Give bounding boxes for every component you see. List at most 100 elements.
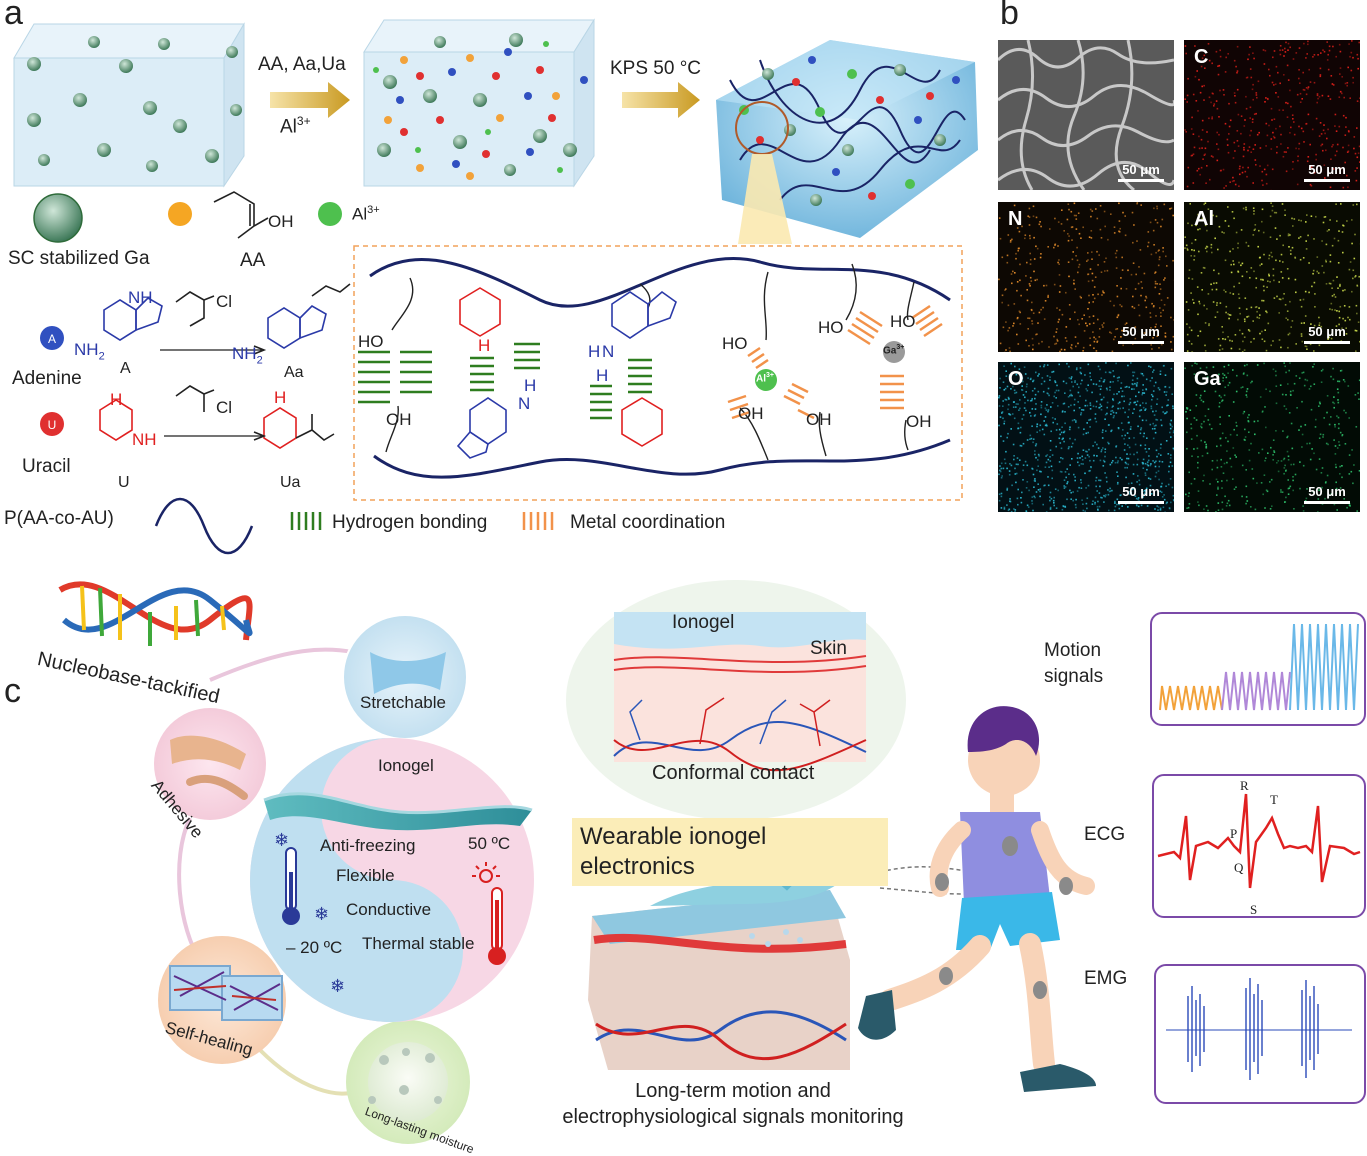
sem-tile-0-scalebar: 50 μm: [1118, 162, 1164, 182]
ecg-q-label: Q: [1234, 860, 1243, 876]
ion-ga-label: Ga3+: [883, 344, 904, 356]
svg-text:❄: ❄: [330, 976, 345, 997]
detail-oh-1: OH: [386, 410, 412, 430]
ion-al-label: Al3+: [756, 372, 774, 384]
sem-tile-5-scalebar: 50 μm: [1304, 484, 1350, 504]
ecg-p-label: P: [1230, 826, 1237, 842]
detail-ho-2: HO: [722, 334, 748, 354]
panel-a-graphics: A U: [0, 0, 990, 560]
ionogel-label: Ionogel: [378, 756, 434, 776]
runner-figure: [858, 706, 1096, 1092]
motion-signal-plot: [1152, 614, 1364, 724]
sem-tile-3-scalebar: 50 μm: [1304, 324, 1350, 344]
emg-signal-box: [1154, 964, 1366, 1104]
ion-al-sup: 3+: [766, 372, 774, 379]
sem-tile-4-element: O: [1008, 368, 1024, 391]
polymer-legend-label: P(AA-co-AU): [4, 508, 114, 530]
motion-signal-box: [1150, 612, 1366, 726]
legend-al-sup: 3+: [367, 204, 380, 216]
thermal-stable-label: Thermal stable: [362, 934, 474, 954]
aa-product-nh2: NH2: [232, 344, 263, 366]
detail-ho-1: HO: [358, 332, 384, 352]
flexible-label: Flexible: [336, 866, 395, 886]
detail-oh-3: OH: [806, 410, 832, 430]
step1-al: Al: [280, 116, 297, 137]
uracil-ua-label: Ua: [280, 474, 300, 492]
conductive-label: Conductive: [346, 900, 431, 920]
detail-h-1: H: [478, 336, 490, 356]
adenine-aa-label: Aa: [284, 364, 304, 382]
step1-top-label: AA, Aa,Ua: [258, 54, 346, 76]
ecg-label: ECG: [1084, 824, 1125, 846]
step2-label: KPS 50 °C: [610, 58, 701, 80]
hbond-legend-label: Hydrogen bonding: [332, 512, 487, 534]
motion-signals-label: Motion signals: [1044, 638, 1103, 690]
emg-signal-plot: [1156, 966, 1364, 1102]
cube-2: [364, 20, 594, 186]
sem-tile-5: Ga 50 μm: [1184, 362, 1360, 512]
ecg-r-label: R: [1240, 778, 1249, 794]
monitoring-caption: Long-term motion and electrophysiologica…: [538, 1078, 928, 1130]
sem-tile-3: Al 50 μm: [1184, 202, 1360, 352]
step1-bottom-label: Al3+: [280, 114, 311, 138]
sem-tile-2-scalebar: 50 μm: [1118, 324, 1164, 344]
adenine-cl: Cl: [216, 292, 232, 312]
inset-ionogel-label: Ionogel: [672, 612, 734, 634]
hot-temp-label: 50 ºC: [468, 834, 510, 854]
svg-text:A: A: [48, 332, 56, 346]
detail-nh-1: N: [518, 394, 530, 414]
adenine-a-label: A: [120, 360, 131, 378]
sem-tile-5-element: Ga: [1194, 368, 1221, 391]
sem-tile-0: 50 μm: [998, 40, 1174, 190]
uracil-u-label: U: [118, 474, 130, 492]
adenine-label: Adenine: [12, 368, 82, 390]
ecg-s-label: S: [1250, 902, 1257, 918]
sem-tile-1-element: C: [1194, 46, 1208, 69]
svg-text:❄: ❄: [274, 830, 289, 851]
ion-ga-sup: 3+: [896, 344, 904, 351]
legend-al-label: Al3+: [352, 204, 380, 225]
detail-h-2: H: [524, 376, 536, 396]
detail-h-3: H: [588, 342, 600, 362]
wearable-line1: Wearable ionogel: [580, 822, 880, 852]
uracil-nh: NH: [132, 430, 157, 450]
adenine-nh2-text: NH: [74, 340, 99, 359]
dna-helix: [60, 584, 250, 646]
ecg-t-label: T: [1270, 792, 1278, 808]
step1-al-sup: 3+: [297, 114, 311, 128]
skin-block: [588, 869, 850, 1070]
wearable-banner: Wearable ionogel electronics: [572, 818, 888, 886]
motion-line1: Motion: [1044, 638, 1103, 664]
detail-oh-4: OH: [906, 412, 932, 432]
sem-tile-4: O 50 μm: [998, 362, 1174, 512]
detail-h-4: H: [596, 366, 608, 386]
detail-ho-4: HO: [890, 312, 916, 332]
uracil-label: Uracil: [22, 456, 71, 478]
svg-text:U: U: [48, 418, 57, 432]
metal-legend-label: Metal coordination: [570, 512, 725, 534]
legend-aa-label: AA: [240, 250, 265, 272]
anti-freezing-label: Anti-freezing: [320, 836, 415, 856]
emg-label: EMG: [1084, 968, 1127, 990]
legend-sc-label: SC stabilized Ga: [8, 248, 150, 270]
aa-oh: OH: [268, 212, 294, 232]
adenine-nh: NH: [128, 288, 153, 308]
conformal-contact-label: Conformal contact: [652, 762, 814, 785]
sem-tile-4-scalebar: 50 μm: [1118, 484, 1164, 504]
sem-tile-3-element: Al: [1194, 208, 1214, 231]
panel-b-letter: b: [1000, 0, 1019, 33]
ecg-signal-plot: [1154, 776, 1364, 916]
legend-al-text: Al: [352, 205, 367, 224]
cube-1: [14, 24, 244, 186]
ion-ga-text: Ga: [883, 345, 896, 356]
aa-product-nh2-text: NH: [232, 344, 257, 363]
legend-sc-text: SC stabilized: [8, 248, 119, 269]
wearable-line2: electronics: [580, 852, 880, 882]
stretchable-label: Stretchable: [360, 693, 446, 713]
ua-product-h: H: [274, 388, 286, 408]
svg-text:❄: ❄: [314, 904, 329, 925]
adenine-nh2: NH2: [74, 340, 105, 362]
monitoring-line1: Long-term motion and: [538, 1078, 928, 1104]
